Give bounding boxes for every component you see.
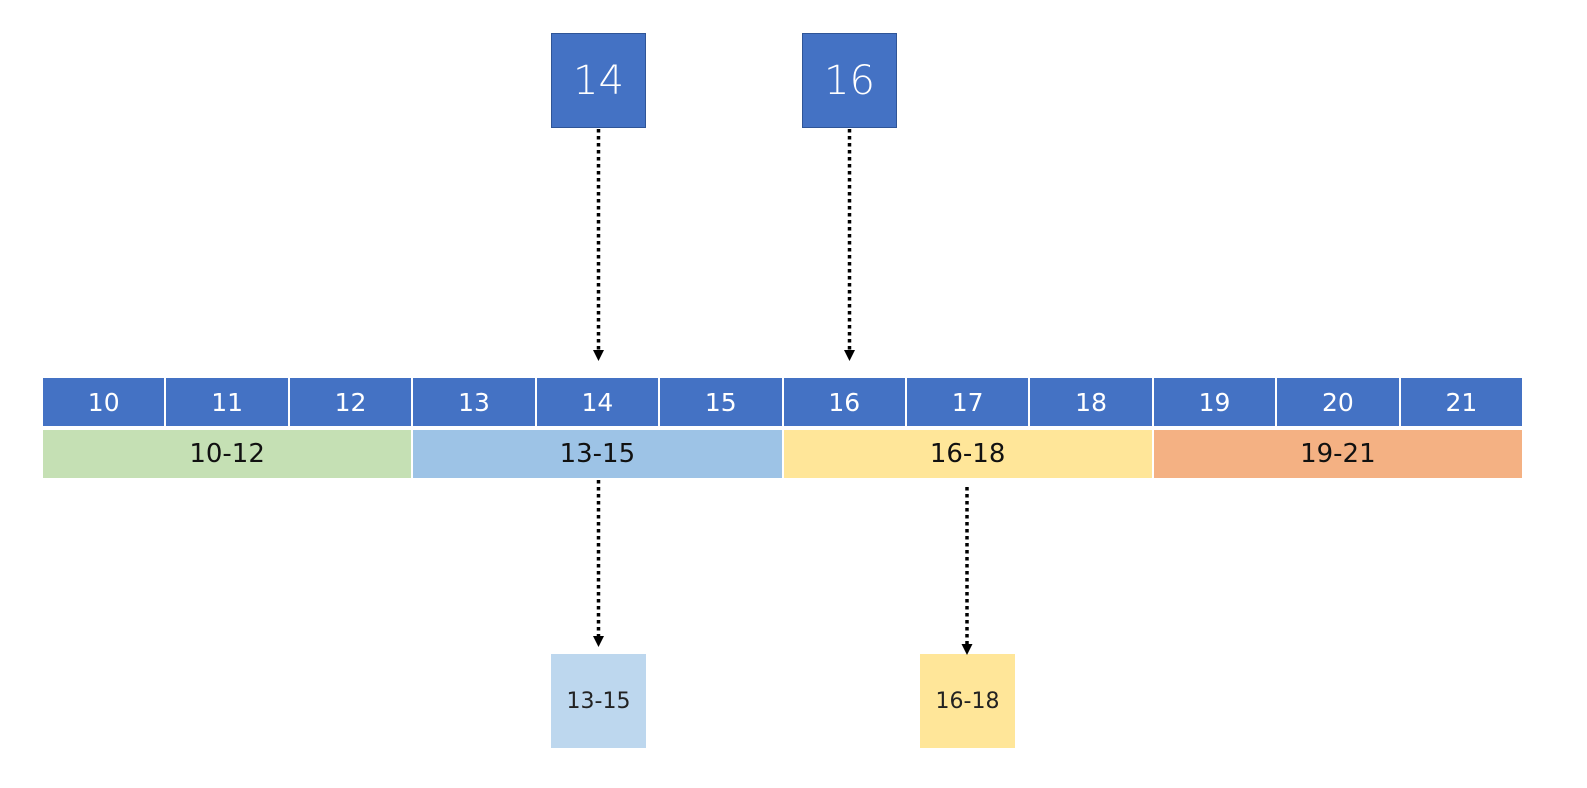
value-cell: 20 [1277,378,1401,426]
value-cell-label: 21 [1445,387,1478,417]
value-cell-label: 18 [1075,387,1107,417]
value-cell-label: 19 [1198,387,1231,417]
value-cell-label: 20 [1322,387,1354,417]
value-cell-label: 15 [704,387,737,417]
bucket-row: 10-12 13-15 16-18 19-21 [43,430,1522,478]
arrow-bucket-16-18-to-output [961,487,973,655]
value-cell: 13 [413,378,537,426]
value-cell-label: 10 [87,387,120,417]
value-cell: 18 [1030,378,1154,426]
bucket-label: 10-12 [189,439,265,469]
arrow-input-14-to-cell [593,129,604,361]
bucket-13-15: 13-15 [413,430,784,478]
value-cell: 16 [783,378,907,426]
bucket-19-21: 19-21 [1153,430,1522,478]
output-label: 16-18 [935,688,1000,714]
arrow-bucket-13-15-to-output [593,480,604,647]
value-cell-label: 14 [581,387,614,417]
input-label: 16 [824,57,875,104]
value-cell-label: 16 [828,387,861,417]
value-cell-row: 10 11 12 13 14 15 16 17 18 19 20 21 [43,378,1523,426]
value-cell: 12 [289,378,414,426]
output-box-13-15: 13-15 [551,654,646,748]
arrow-input-16-to-cell [844,129,855,361]
bucket-label: 13-15 [559,439,636,469]
bucket-label: 19-21 [1300,439,1376,469]
bucket-10-12: 10-12 [43,430,414,478]
value-cell-label: 12 [334,387,367,417]
bucket-16-18: 16-18 [783,430,1154,478]
output-label: 13-15 [566,688,631,714]
value-cell-label: 13 [458,387,490,417]
output-box-16-18: 16-18 [920,654,1015,748]
bucket-label: 16-18 [929,439,1006,469]
value-cell: 15 [660,378,784,426]
value-cell-label: 17 [951,387,984,417]
input-box-14: 14 [551,33,646,128]
value-cell-label: 11 [211,387,244,417]
input-box-16: 16 [802,33,897,128]
value-cell: 11 [166,378,290,426]
value-cell: 21 [1400,378,1523,426]
value-cell: 17 [906,378,1031,426]
value-cell: 19 [1153,378,1278,426]
input-label: 14 [573,57,624,104]
value-cell: 10 [43,378,167,426]
value-cell: 14 [536,378,661,426]
